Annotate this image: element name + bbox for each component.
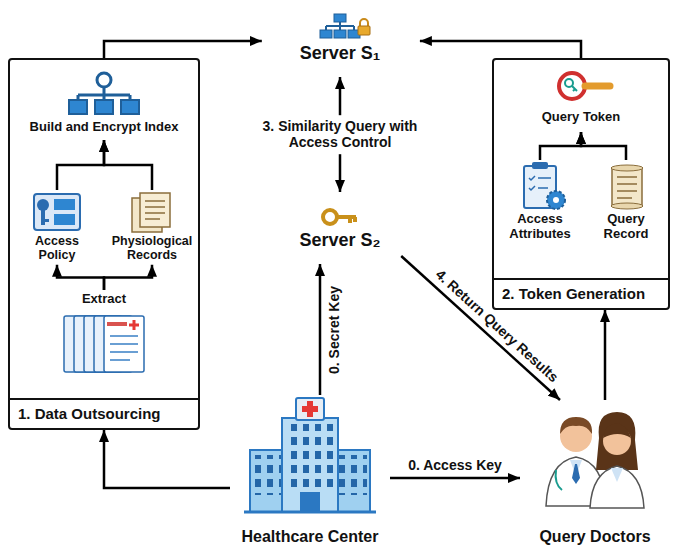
connector-arrow [104,140,152,190]
connector-arrow [104,430,230,488]
records-item: Physiological Records [106,190,198,265]
query-token-icon [559,73,610,99]
edge-label: 0. Secret Key [326,286,343,374]
item-label: Access Attributes [498,212,582,242]
server-name: Server S₁ [297,43,384,64]
connector-arrow [104,265,152,290]
server-cloud: Server S₂ [255,192,425,264]
encrypted-index-icon [320,14,370,38]
server-cloud: Server S₁ [255,5,425,77]
item-label: Physiological Records [106,234,198,263]
panel-title: 1. Data Outsourcing [10,398,198,428]
connector-arrow [57,140,104,190]
server-name: Server S₂ [296,230,383,251]
access-attributes-icon [524,162,565,209]
connector-arrow [581,132,626,160]
token-panel: 2. Token Generation Query TokenAccess Att… [492,58,670,310]
edge-label: 3. Similarity Query with Access Control [256,115,424,155]
connector-arrow [540,132,581,160]
edge-label: 0. Access Key [408,457,502,474]
query-doctors: Query Doctors [520,400,670,550]
connector-arrow [104,41,262,58]
connector-arrow [319,264,322,395]
hospital-building [244,398,376,512]
doctors-figure [546,412,644,508]
item-label: Healthcare Center [239,528,382,546]
healthcare-center: Healthcare Center [230,395,390,550]
index-tree-icon [69,73,139,114]
item-label: Access Policy [14,234,100,263]
medical-record-stack [64,316,144,372]
secret-key-icon [323,210,356,224]
item-label: Query Doctors [536,528,653,546]
records-icon [132,193,170,232]
query-token-item: Query Token [530,66,632,132]
cloud-outline [255,5,425,77]
cloud-outline [255,192,425,264]
access-policy-icon [34,194,80,230]
item-label: Build and Encrypt Index [27,120,182,135]
connector-arrow [604,310,607,400]
panel-title: 2. Token Generation [494,278,668,308]
query-record-item: Query Record [586,160,666,250]
connector-arrow [420,41,581,58]
item-label: Query Record [586,212,666,242]
item-label: Extract [79,292,129,307]
extract-item: Extract [60,290,148,380]
index-item: Build and Encrypt Index [14,70,194,140]
outsourcing-panel: 1. Data Outsourcing Build and Encrypt Ind… [8,58,200,430]
connector-arrow [390,477,520,480]
connector-arrow [57,265,104,290]
edge-label: 4. Return Query Results [433,266,562,386]
query-record-icon [611,165,643,209]
policy-item: Access Policy [14,190,100,265]
attributes-item: Access Attributes [498,160,582,250]
item-label: Query Token [539,110,624,125]
